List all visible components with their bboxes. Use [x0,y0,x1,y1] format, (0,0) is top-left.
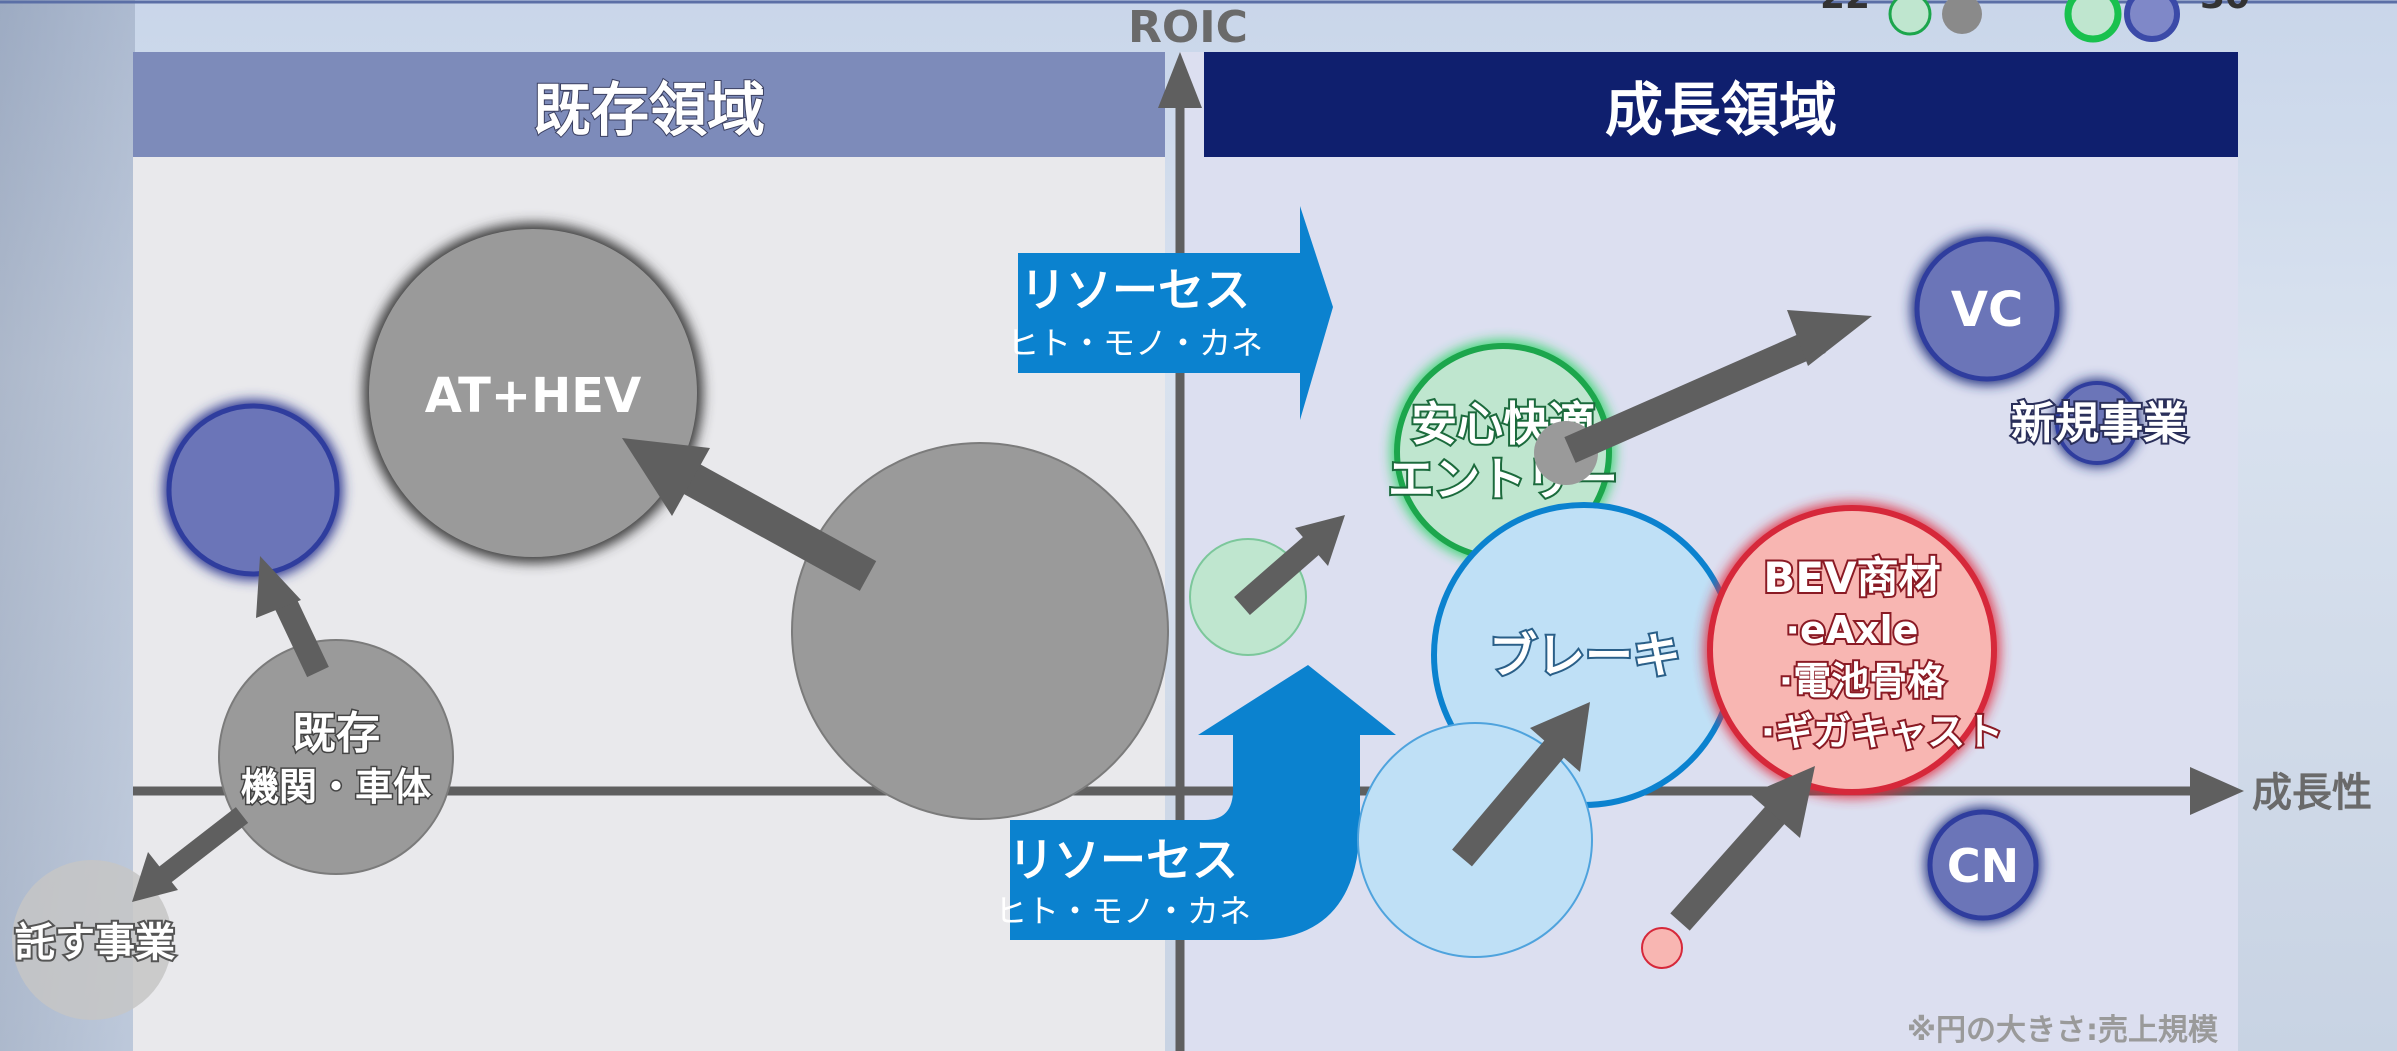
legend-navy-dot [2124,0,2180,42]
existing-growth-navy-bubble [166,403,340,577]
x-axis-arrowhead [2190,767,2244,815]
legend-green-dot-2 [2064,0,2122,43]
cn-bubble [1927,809,2039,921]
y-axis-label: ROIC [1128,2,1248,53]
growth-region-title: 成長領域 [1605,76,1837,144]
bev-products-bubble [1707,505,1997,795]
resource-arrow-bottom-title: リソーセス [1008,833,1238,887]
resource-arrow-bottom [1010,665,1396,940]
growth-region-header [1204,52,2238,157]
at-hev-bubble [369,229,697,557]
new-business-label: 新規事業 [2011,398,2187,449]
bev-label-line4: ·ギガキャスト [1761,710,2003,754]
bev-label-line3: ·電池骨格 [1779,659,1946,703]
x-axis-label: 成長性 [2252,770,2372,816]
cn-label: CN [1947,839,2019,893]
arrow-to-at-hev [681,463,877,591]
existing-engine-body-bubble [218,639,454,875]
legend-left-value: 22 [1820,0,1870,17]
entrust-business-bubble [12,860,172,1020]
bev-label-line2: ·eAxle [1786,608,1919,652]
footnote: ※円の大きさ:売上規模 [1907,1013,2218,1048]
brake-label: ブレーキ [1489,628,1681,684]
resource-arrow-bottom-sub: ヒト・モノ・カネ [995,892,1251,930]
existing-region-header [133,52,1165,157]
existing-label-line1: 既存 [292,708,380,759]
existing-region-title: 既存領域 [533,76,765,144]
resource-arrow-top-sub: ヒト・モノ・カネ [1007,324,1263,362]
vc-label: VC [1951,282,2023,338]
vc-bubble [1914,236,2060,382]
legend-green-dot [1888,0,1932,36]
resource-arrow-top [1018,206,1333,420]
resource-arrow-top-title: リソーセス [1020,263,1250,317]
at-hev-label: AT+HEV [425,368,642,424]
current-powertrain-bubble [791,442,1169,820]
existing-label-line2: 機関・車体 [241,765,431,809]
entrust-business-label: 託す事業 [15,920,175,966]
legend-right-value: 30 [2200,0,2250,17]
new-business-bubble [2055,381,2139,465]
legend-gray-dot [1942,0,1982,34]
bev-current-bubble [1641,927,1683,969]
y-axis-arrowhead [1158,52,1202,108]
bev-label-line1: BEV商材 [1763,553,1940,602]
